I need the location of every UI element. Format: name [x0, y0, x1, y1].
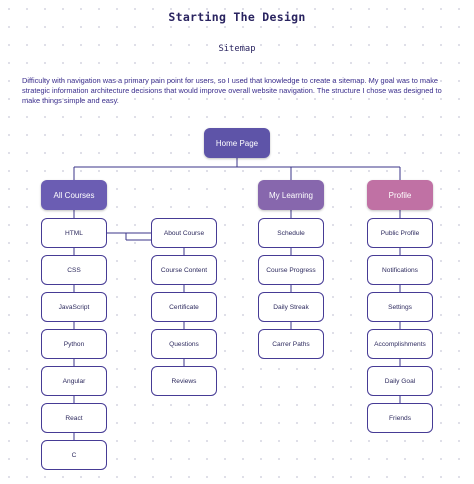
course-react-node: React	[41, 403, 107, 433]
settings-node: Settings	[367, 292, 433, 322]
questions-node: Questions	[151, 329, 217, 359]
profile-node: Profile	[367, 180, 433, 210]
all-courses-node: All Courses	[41, 180, 107, 210]
course-python-node: Python	[41, 329, 107, 359]
course-html-node: HTML	[41, 218, 107, 248]
course-c-node: C	[41, 440, 107, 470]
page-title: Starting The Design	[168, 10, 306, 24]
my-learning-node: My Learning	[258, 180, 324, 210]
course-javascript-node: JavaScript	[41, 292, 107, 322]
friends-node: Friends	[367, 403, 433, 433]
intro-paragraph: Difficulty with navigation was a primary…	[22, 76, 442, 106]
course-css-node: CSS	[41, 255, 107, 285]
public-profile-node: Public Profile	[367, 218, 433, 248]
reviews-node: Reviews	[151, 366, 217, 396]
home-page-node: Home Page	[204, 128, 270, 158]
section-subtitle: Sitemap	[218, 44, 256, 54]
course-progress-node: Course Progress	[258, 255, 324, 285]
accomplishments-node: Accomplishments	[367, 329, 433, 359]
schedule-node: Schedule	[258, 218, 324, 248]
course-content-node: Course Content	[151, 255, 217, 285]
notifications-node: Notifications	[367, 255, 433, 285]
daily-goal-node: Daily Goal	[367, 366, 433, 396]
about-course-node: About Course	[151, 218, 217, 248]
career-paths-node: Carrer Paths	[258, 329, 324, 359]
daily-streak-node: Daily Streak	[258, 292, 324, 322]
certificate-node: Certificate	[151, 292, 217, 322]
course-angular-node: Angular	[41, 366, 107, 396]
